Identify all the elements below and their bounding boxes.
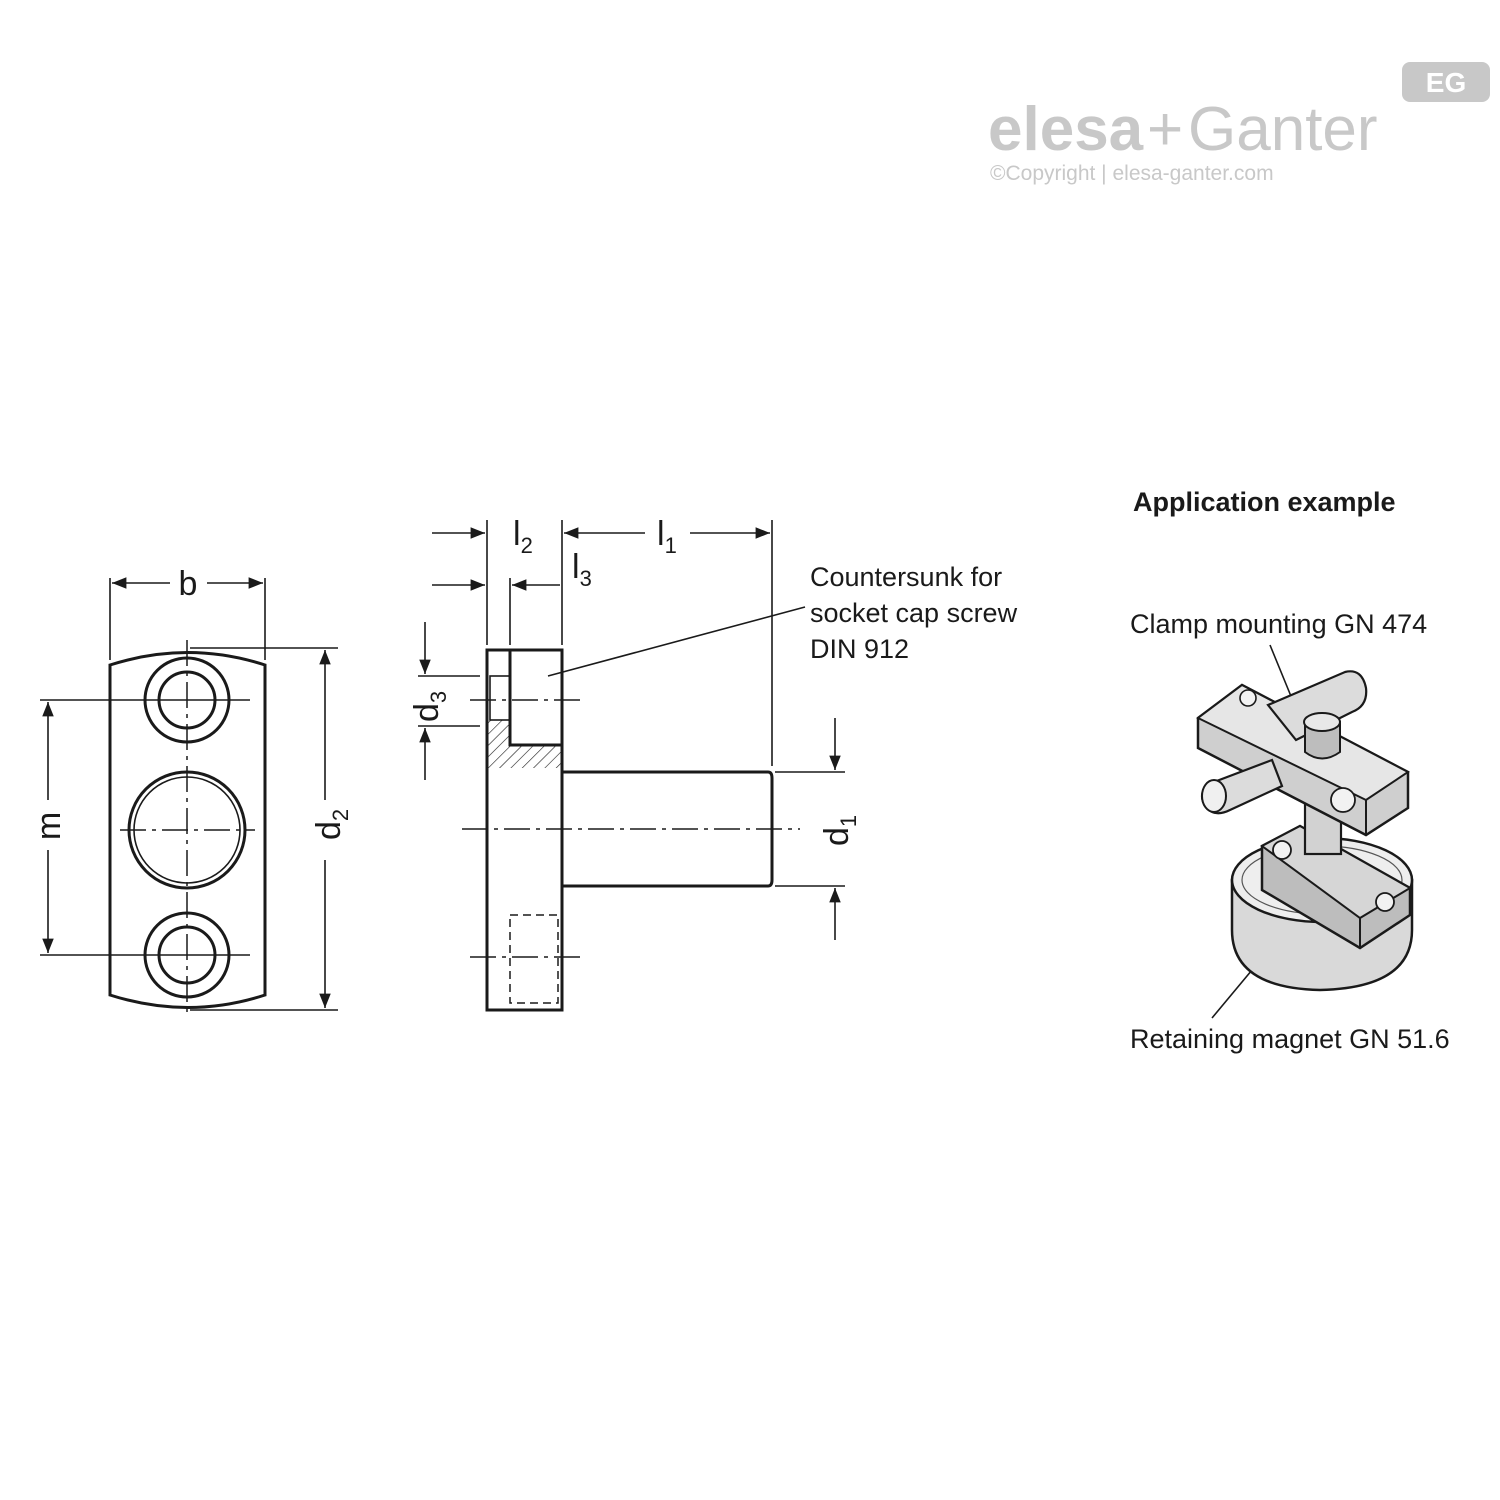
elesa-ganter-logo: elesa + Ganter EG ©Copyright | elesa-gan… bbox=[988, 62, 1490, 185]
application-title: Application example bbox=[1133, 487, 1396, 517]
countersunk-leader-line bbox=[547, 606, 806, 677]
section-hatch bbox=[487, 720, 562, 768]
clamp-mounting-label: Clamp mounting GN 474 bbox=[1130, 609, 1427, 639]
countersink-section bbox=[508, 648, 564, 747]
logo-brand-left: elesa bbox=[988, 95, 1144, 164]
logo-copyright: ©Copyright | elesa-ganter.com bbox=[990, 162, 1274, 185]
logo-badge-text: EG bbox=[1426, 67, 1466, 98]
countersunk-note-line2: socket cap screw bbox=[810, 598, 1018, 628]
logo-plus: + bbox=[1147, 95, 1183, 164]
logo-brand-right: Ganter bbox=[1188, 95, 1378, 164]
dim-label-m: m bbox=[30, 812, 68, 840]
application-example: Application example Clamp mounting GN 47… bbox=[1130, 487, 1450, 1054]
dim-label-l2: l2 bbox=[513, 515, 533, 558]
countersunk-note-line1: Countersunk for bbox=[810, 562, 1002, 592]
flange-outline bbox=[485, 648, 564, 1012]
bolt-bore-section bbox=[489, 675, 511, 721]
side-view: l2 l1 l3 d3 d1 bbox=[408, 515, 861, 1012]
dim-label-d3: d3 bbox=[408, 691, 451, 722]
front-view: b m d2 bbox=[30, 565, 353, 1015]
dim-label-l1: l1 bbox=[657, 515, 677, 558]
logo-badge bbox=[1402, 62, 1490, 102]
cross-clamp-illustration bbox=[1196, 670, 1410, 837]
retaining-magnet-label: Retaining magnet GN 51.6 bbox=[1130, 1024, 1450, 1054]
countersunk-note: Countersunk for socket cap screw DIN 912 bbox=[810, 562, 1018, 664]
hidden-countersink bbox=[509, 914, 559, 1004]
dim-label-l3: l3 bbox=[572, 548, 592, 591]
dim-label-d1: d1 bbox=[818, 815, 861, 846]
dim-label-d2: d2 bbox=[310, 809, 353, 840]
magnet-leader-line bbox=[1211, 969, 1253, 1019]
dim-label-b: b bbox=[179, 565, 198, 603]
front-body-outline bbox=[108, 651, 267, 1009]
countersunk-note-line3: DIN 912 bbox=[810, 634, 909, 664]
